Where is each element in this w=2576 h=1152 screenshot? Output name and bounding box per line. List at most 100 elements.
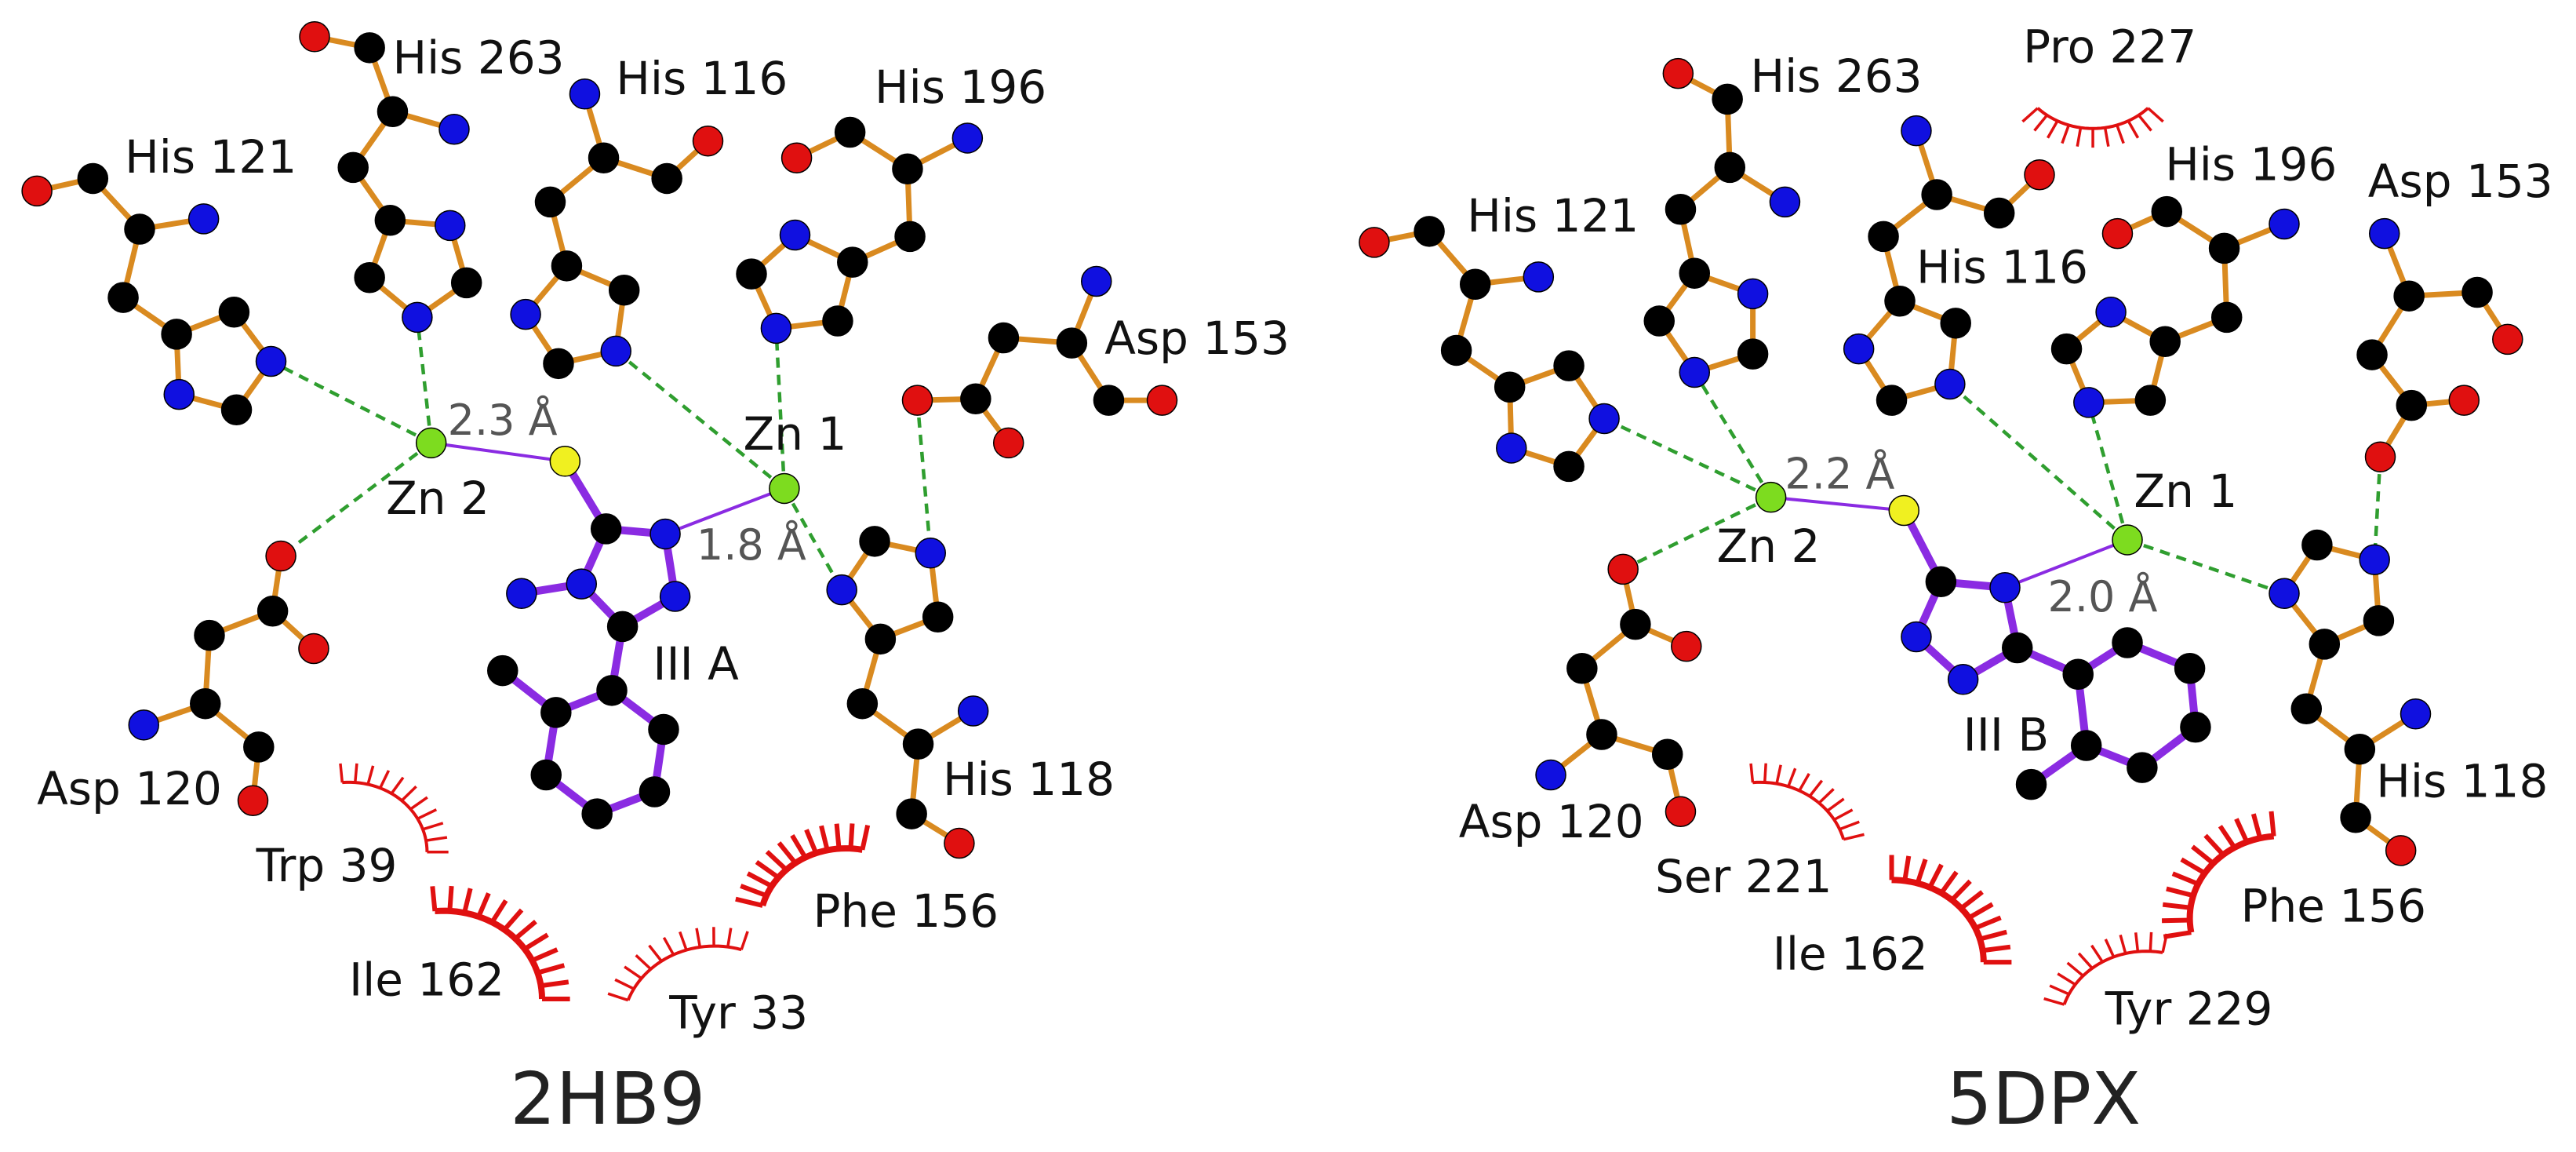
nitrogen-atom [1588, 403, 1620, 435]
hydrophobic-contact-icon [430, 885, 570, 1001]
nitrogen-atom [1737, 278, 1769, 310]
carbon-atom [218, 297, 250, 328]
carbon-atom [1566, 653, 1598, 684]
carbon-atom [1868, 221, 1899, 253]
hydrophobic-residue-label: Ile 162 [1773, 928, 1928, 981]
carbon-atom [1876, 385, 1908, 416]
carbon-atom [1884, 286, 1916, 317]
nitrogen-atom [1947, 664, 1979, 695]
hydrogen-bond [2087, 402, 2130, 541]
nitrogen-atom [600, 335, 631, 367]
oxygen-atom [992, 427, 1024, 459]
oxygen-atom [21, 175, 53, 207]
oxygen-atom [1146, 385, 1178, 416]
carbon-atom [2001, 632, 2033, 664]
oxygen-atom [298, 633, 329, 665]
residue-label: His 116 [1916, 240, 2088, 293]
nitrogen-atom [2368, 217, 2400, 250]
carbon-atom [606, 611, 639, 643]
carbon-atom [377, 96, 409, 128]
carbon-atom [551, 250, 583, 282]
nitrogen-atom [1496, 432, 1527, 464]
carbon-atom [1983, 197, 2015, 229]
nitrogen-atom [957, 695, 989, 727]
residue-label: His 196 [875, 60, 1046, 114]
carbon-atom [894, 221, 926, 253]
carbon-atom [354, 32, 385, 64]
hydrophobic-residue-label: Pro 227 [2023, 20, 2196, 74]
hydrophobic-contact-icon [735, 823, 871, 908]
hydrogen-bond [1948, 382, 2129, 541]
carbon-atom [596, 675, 628, 706]
nitrogen-atom [566, 568, 598, 600]
hydrogen-bond [915, 399, 933, 554]
carbon-atom [194, 619, 225, 651]
residue-label: His 121 [125, 130, 297, 184]
panel-title: 5DPX [1946, 1057, 2141, 1141]
nitrogen-atom [510, 298, 541, 330]
carbon-atom [1056, 327, 1088, 359]
carbon-atom [450, 267, 482, 299]
hydrophobic-contact-icon [1889, 855, 2012, 965]
hydrophobic-contact-icon [339, 763, 449, 854]
carbon-atom [1414, 216, 1445, 247]
oxygen-atom [944, 827, 975, 859]
hydrophobic-residue-label: Tyr 33 [668, 986, 808, 1039]
nitrogen-atom [1523, 261, 1555, 293]
nitrogen-atom [915, 538, 947, 569]
carbon-atom [2290, 693, 2323, 724]
oxygen-atom [2101, 217, 2134, 250]
hydrogen-bond [614, 349, 786, 490]
nitrogen-atom [1679, 356, 1711, 388]
residue-label: His 116 [616, 52, 788, 105]
carbon-atom [2340, 802, 2371, 833]
carbon-atom [161, 319, 192, 350]
carbon-atom [608, 274, 640, 306]
carbon-atom [1925, 566, 1957, 598]
carbon-atom [124, 213, 155, 245]
carbon-atom [960, 383, 991, 414]
zinc-atom [1755, 481, 1787, 513]
metal-coordination-bond [429, 441, 567, 463]
nitrogen-atom [255, 345, 287, 377]
carbon-atom [1643, 305, 1675, 337]
oxygen-atom [1665, 796, 1697, 828]
carbon-atom [902, 728, 934, 760]
carbon-atom [337, 151, 369, 184]
residue-label: His 263 [392, 31, 564, 85]
hydrogen-bond [270, 359, 432, 445]
residue-label: Asp 153 [1104, 312, 1290, 365]
nitrogen-atom [826, 574, 857, 606]
carbon-atom [534, 186, 566, 218]
carbon-atom [2070, 730, 2102, 761]
zinc-atom [2112, 524, 2143, 556]
nitrogen-atom [187, 203, 220, 235]
carbon-atom [2050, 333, 2083, 365]
nitrogen-atom [1769, 186, 1801, 218]
residue-label: Asp 120 [1459, 795, 1644, 848]
nitrogen-atom [438, 113, 470, 145]
zinc-1-label: Zn 1 [744, 407, 847, 461]
zinc-2-label: Zn 2 [1717, 519, 1821, 573]
carbon-atom [107, 282, 139, 313]
nitrogen-atom [659, 581, 691, 612]
carbon-atom [892, 153, 923, 185]
carbon-atom [1665, 194, 1697, 225]
nitrogen-atom [1901, 621, 1932, 653]
oxygen-atom [2024, 159, 2055, 191]
carbon-atom [988, 322, 1020, 354]
residue-label: Asp 153 [2368, 155, 2553, 208]
nitrogen-atom [760, 312, 792, 345]
nitrogen-atom [435, 210, 466, 242]
hydrophobic-contact-icon [607, 927, 749, 1002]
carbon-atom [540, 697, 572, 728]
carbon-atom [859, 526, 890, 557]
carbon-atom [530, 759, 562, 791]
ligand-label: III A [653, 637, 739, 691]
zinc-atom [769, 472, 800, 505]
carbon-atom [1921, 179, 1952, 210]
sulfur-atom [549, 446, 581, 477]
nitrogen-atom [1989, 572, 2021, 603]
carbon-atom [2208, 232, 2240, 264]
